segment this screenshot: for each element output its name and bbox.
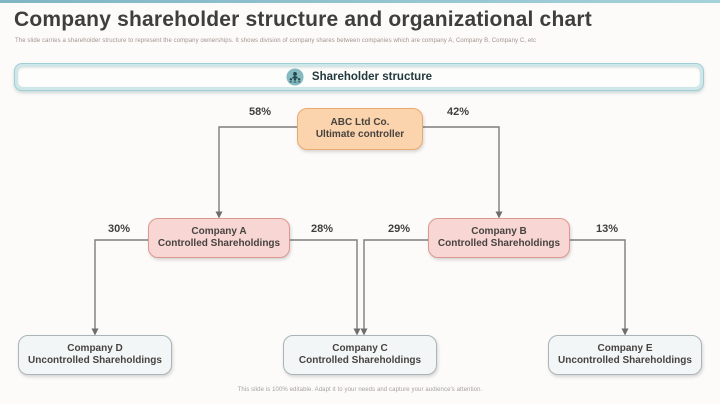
edge-label-company-a-company-c: 28% bbox=[310, 223, 334, 235]
top-accent-bar bbox=[0, 0, 720, 3]
edge-label-company-b-company-c: 29% bbox=[387, 223, 411, 235]
edge-label-company-a-company-d: 30% bbox=[107, 223, 131, 235]
node-title: Company A bbox=[191, 225, 247, 237]
node-company-a: Company A Controlled Shareholdings bbox=[148, 218, 290, 258]
editable-note: This slide is 100% editable. Adapt it to… bbox=[237, 387, 483, 393]
edge-company-b-to-company-c bbox=[360, 239, 428, 336]
page-subtitle: The slide carries a shareholder structur… bbox=[15, 38, 537, 44]
banner-inner: Shareholder structure bbox=[18, 67, 700, 87]
page-title: Company shareholder structure and organi… bbox=[14, 8, 592, 31]
node-title: Company C bbox=[332, 342, 388, 354]
node-abc-ltd-co: ABC Ltd Co. Ultimate controller bbox=[297, 108, 423, 150]
edge-company-b-to-company-e bbox=[570, 239, 629, 336]
node-title: Company E bbox=[597, 342, 653, 354]
node-company-e: Company E Uncontrolled Shareholdings bbox=[548, 335, 702, 375]
banner-label: Shareholder structure bbox=[311, 71, 433, 83]
edge-label-abc-company-a: 58% bbox=[248, 106, 272, 118]
people-group-icon bbox=[286, 68, 304, 86]
node-title: Company D bbox=[67, 342, 123, 354]
node-company-b: Company B Controlled Shareholdings bbox=[428, 218, 570, 258]
node-company-d: Company D Uncontrolled Shareholdings bbox=[18, 335, 172, 375]
edge-abc-to-company-a bbox=[215, 126, 297, 219]
edge-label-abc-company-b: 42% bbox=[446, 106, 470, 118]
edge-label-company-b-company-e: 13% bbox=[595, 223, 619, 235]
node-company-c: Company C Controlled Shareholdings bbox=[283, 335, 437, 375]
node-title: ABC Ltd Co. bbox=[330, 116, 390, 128]
node-subtitle: Uncontrolled Shareholdings bbox=[28, 355, 162, 366]
node-title: Company B bbox=[471, 225, 527, 237]
node-subtitle: Controlled Shareholdings bbox=[157, 238, 281, 249]
node-subtitle: Ultimate controller bbox=[315, 129, 405, 140]
shareholder-structure-banner: Shareholder structure bbox=[14, 63, 704, 91]
node-subtitle: Uncontrolled Shareholdings bbox=[558, 355, 692, 366]
node-subtitle: Controlled Shareholdings bbox=[298, 355, 422, 366]
node-subtitle: Controlled Shareholdings bbox=[437, 238, 561, 249]
edge-abc-to-company-b bbox=[423, 126, 503, 219]
edge-company-a-to-company-c bbox=[290, 239, 361, 336]
edge-company-a-to-company-d bbox=[91, 239, 148, 336]
